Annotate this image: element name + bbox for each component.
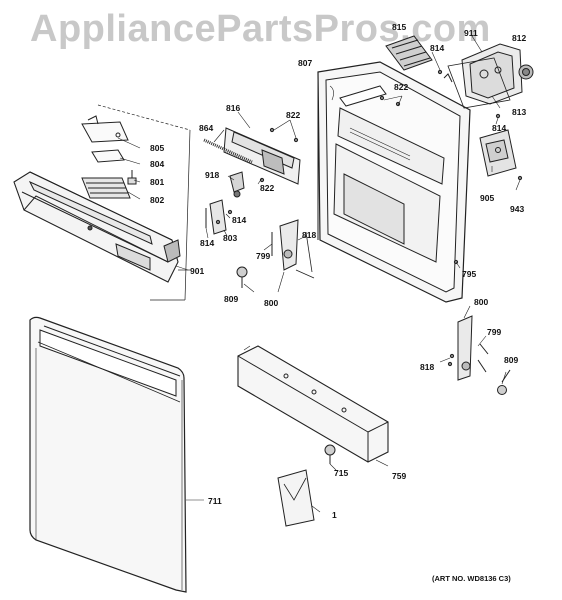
- part-715-screw: [324, 444, 336, 464]
- label-815: 815: [392, 22, 407, 32]
- label-799-left: 799: [256, 251, 271, 261]
- label-905: 905: [480, 193, 495, 203]
- label-813: 813: [512, 107, 527, 117]
- label-800-left: 800: [264, 298, 279, 308]
- part-803-arm: [205, 199, 227, 235]
- control-panel-group-outline: [97, 104, 191, 301]
- label-795: 795: [462, 269, 477, 279]
- part-805-bracket: [81, 115, 129, 143]
- label-814-left: 814: [200, 238, 215, 248]
- part-815-vent: [385, 35, 433, 71]
- part-809-screw-right: [497, 369, 511, 395]
- part-800-hinge-left: [279, 219, 315, 279]
- part-1-literature: [277, 469, 315, 527]
- label-809-left: 809: [224, 294, 239, 304]
- part-711-outer-door-panel: [29, 316, 187, 593]
- part-901-console-panel: [13, 171, 181, 283]
- label-822-low: 822: [260, 183, 275, 193]
- part-812-cap: [518, 64, 534, 80]
- part-813-gasket: [443, 57, 511, 109]
- art-number: (ART NO. WD8136 C3): [432, 574, 511, 583]
- label-822-mid: 822: [286, 110, 301, 120]
- part-801-screw: [127, 170, 137, 185]
- label-911: 911: [464, 28, 478, 38]
- label-759: 759: [392, 471, 407, 481]
- label-814-right: 814: [492, 123, 507, 133]
- label-799-right: 799: [487, 327, 502, 337]
- label-918: 918: [205, 170, 220, 180]
- part-918-switch: [229, 171, 245, 198]
- label-1: 1: [332, 510, 337, 520]
- label-711: 711: [208, 496, 222, 506]
- label-814-mid: 814: [232, 215, 247, 225]
- label-864: 864: [199, 123, 214, 133]
- part-807-inner-door: [317, 61, 471, 303]
- part-816-housing: [223, 127, 301, 185]
- label-818-left: 818: [302, 230, 317, 240]
- part-802-keypad: [81, 177, 131, 199]
- part-905-module: [479, 129, 517, 177]
- part-804: [91, 149, 125, 163]
- label-803: 803: [223, 233, 238, 243]
- label-805: 805: [150, 143, 165, 153]
- label-801: 801: [150, 177, 165, 187]
- label-901: 901: [190, 266, 205, 276]
- label-802: 802: [150, 195, 165, 205]
- part-800-hinge-right: [457, 315, 489, 381]
- label-818-right: 818: [420, 362, 435, 372]
- part-911-dispenser: [461, 43, 523, 105]
- part-864-cable: [203, 138, 253, 164]
- label-807: 807: [298, 58, 313, 68]
- label-812: 812: [512, 33, 527, 43]
- leader-lines: [117, 35, 521, 513]
- label-822-top: 822: [394, 82, 409, 92]
- part-759-toe-panel: [237, 345, 389, 463]
- label-816: 816: [226, 103, 241, 113]
- label-814-top: 814: [430, 43, 445, 53]
- part-809-screw-left: [236, 266, 248, 288]
- label-943: 943: [510, 204, 525, 214]
- small-screws: [215, 69, 523, 367]
- label-800-right: 800: [474, 297, 489, 307]
- label-809-right: 809: [504, 355, 519, 365]
- label-804: 804: [150, 159, 165, 169]
- label-715: 715: [334, 468, 349, 478]
